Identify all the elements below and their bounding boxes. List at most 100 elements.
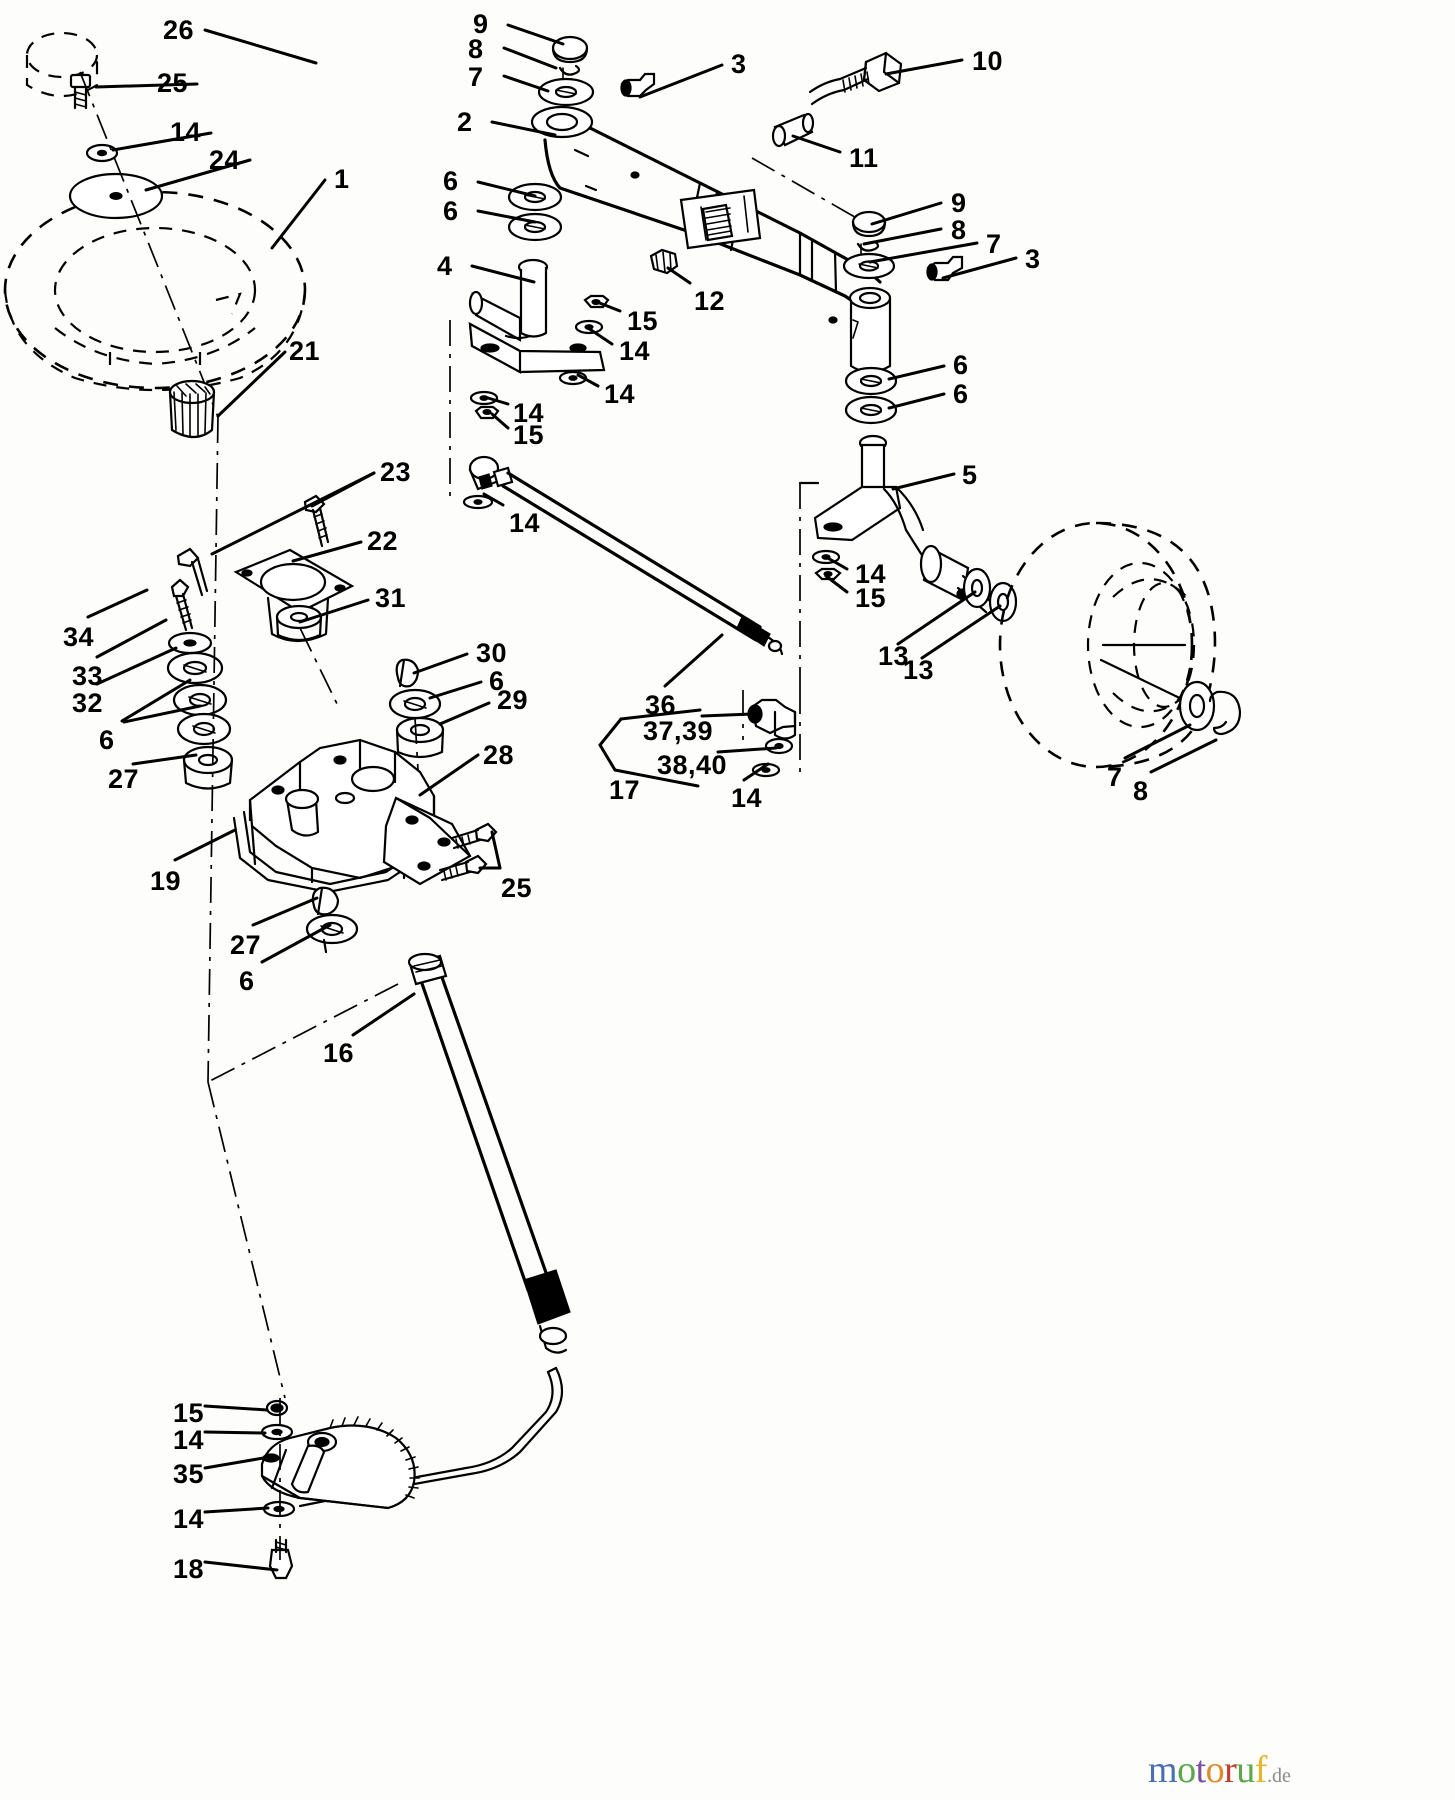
bushing-6-left-b — [176, 712, 232, 746]
callout-3: 3 — [731, 49, 747, 79]
watermark-letters: motoruf — [1148, 1749, 1267, 1791]
nut-15-right-group — [814, 567, 842, 581]
grease-fitting-3-right-group — [926, 255, 964, 282]
washer-6-mid-group — [388, 688, 442, 720]
callout-15: 15 — [513, 420, 545, 450]
bushing-27-bottom-group — [311, 886, 340, 916]
leader-lines-layer — [86, 23, 1218, 1572]
callout-14: 14 — [513, 398, 545, 428]
watermark-letter: o — [1177, 1749, 1196, 1791]
callout-11: 11 — [849, 143, 879, 173]
callout-4: 4 — [437, 251, 453, 281]
callout-7: 7 — [468, 62, 484, 92]
nut-15-bottom-group — [265, 1399, 289, 1417]
callout-3: 3 — [1025, 244, 1041, 274]
watermark-suffix: .de — [1266, 1765, 1291, 1787]
callout-6: 6 — [443, 166, 459, 196]
callout-14: 14 — [173, 1504, 205, 1534]
washer-14-left-group — [85, 143, 119, 163]
washer-3840-group — [764, 737, 794, 755]
bolt-34-group — [170, 578, 194, 632]
lower-drag-rod-group — [296, 1366, 564, 1508]
callout-17: 17 — [609, 775, 641, 805]
cap-9-right-group — [851, 210, 887, 238]
callout-31: 31 — [375, 583, 407, 613]
callout-35: 35 — [173, 1459, 205, 1489]
watermark-letter: m — [1148, 1749, 1178, 1791]
callout-25: 25 — [157, 68, 189, 98]
callout-14: 14 — [509, 508, 541, 538]
callout-32: 32 — [72, 688, 104, 718]
callout-23: 23 — [380, 457, 412, 487]
bolt-23-b — [176, 547, 209, 597]
bushing-29-group — [395, 716, 445, 759]
clip-12-group — [649, 248, 679, 275]
watermark-letter: o — [1205, 1749, 1225, 1791]
retaining-ring-8-group — [1208, 690, 1242, 736]
callout-18: 18 — [173, 1554, 205, 1584]
callout-6: 6 — [443, 196, 459, 226]
bolt-18-group — [268, 1538, 294, 1580]
bolt-10-group — [808, 51, 903, 106]
front-tire-right-group — [998, 521, 1217, 769]
washer-32-group — [166, 651, 224, 685]
grease-fitting-3-left-group — [620, 72, 656, 98]
callout-1: 1 — [334, 164, 350, 194]
callout-6: 6 — [99, 725, 115, 755]
right-spindle-tube-group — [848, 286, 892, 374]
callout-10: 10 — [972, 46, 1004, 76]
washer-6-right-a — [844, 366, 898, 396]
watermark-letter: f — [1254, 1749, 1268, 1791]
left-spindle-4-group — [468, 258, 606, 374]
callout-26: 26 — [163, 15, 195, 45]
callout-14: 14 — [170, 117, 202, 147]
plate-24-group — [68, 172, 164, 220]
bushing-30-group — [395, 658, 420, 688]
washer-13-a — [962, 567, 992, 609]
callout-8: 8 — [951, 215, 967, 245]
ball-joint-3739-group — [747, 698, 797, 740]
callout-19: 19 — [150, 866, 182, 896]
callout-6: 6 — [489, 666, 505, 696]
callout-14: 14 — [604, 379, 636, 409]
callout-27: 27 — [230, 930, 262, 960]
callout-15: 15 — [627, 306, 659, 336]
callout-6: 6 — [953, 379, 969, 409]
steering-bracket-19-group — [232, 738, 472, 894]
motoruf-watermark: motoruf.de — [1148, 1748, 1291, 1792]
callout-6: 6 — [953, 350, 969, 380]
washer-7-group — [537, 77, 595, 107]
callout-14: 14 — [855, 559, 887, 589]
washer-6-bottom-group — [305, 913, 359, 954]
washer-14-bottom-a — [260, 1423, 294, 1441]
watermark-letter: u — [1236, 1749, 1255, 1791]
callout-28: 28 — [483, 740, 515, 770]
cotter-pin-8-group — [558, 64, 581, 81]
callout-14: 14 — [173, 1425, 205, 1455]
callout-8: 8 — [1133, 776, 1149, 806]
callout-27: 27 — [108, 764, 140, 794]
callout-15: 15 — [855, 583, 887, 613]
washer-14-drag-link-group — [462, 494, 494, 510]
washer-7-tire-group — [1178, 680, 1216, 732]
callout-33: 33 — [72, 661, 104, 691]
callout-15: 15 — [173, 1398, 205, 1428]
washer-33-group — [167, 631, 213, 655]
callout-13: 13 — [878, 641, 910, 671]
callout-22: 22 — [367, 526, 399, 556]
callout-7: 7 — [986, 229, 1002, 259]
callout-38-40: 38,40 — [657, 750, 728, 780]
sector-gear-35-group — [260, 1416, 420, 1510]
callout-25: 25 — [501, 873, 533, 903]
steering-wheel-group — [3, 190, 307, 392]
callout-36: 36 — [645, 690, 677, 720]
drag-link-36-group — [468, 455, 784, 656]
washer-6-right-b — [844, 395, 898, 425]
bushing-31-group — [275, 604, 323, 642]
callout-7: 7 — [1107, 762, 1123, 792]
callout-34: 34 — [63, 622, 95, 652]
spacer-11-group — [771, 112, 815, 148]
callout-16: 16 — [323, 1038, 355, 1068]
callout-14: 14 — [731, 783, 763, 813]
